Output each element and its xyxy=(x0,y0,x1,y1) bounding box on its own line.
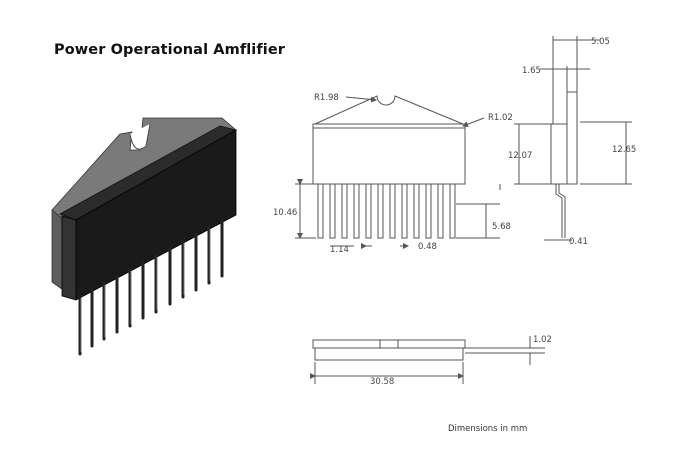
bottom-outline-top xyxy=(312,339,466,349)
dim-body-height: 12.07 xyxy=(508,151,532,161)
dim-lead-width: 0.48 xyxy=(418,242,437,252)
body-left-face xyxy=(61,215,77,301)
bottom-outline-base xyxy=(314,347,464,361)
side-tab xyxy=(566,91,578,185)
dim-notch-radius: R1.98 xyxy=(314,93,339,103)
side-view xyxy=(514,36,632,241)
package-3d-render xyxy=(51,117,238,356)
dim-body-thickness: 1.65 xyxy=(522,66,541,76)
side-lead xyxy=(555,184,566,238)
dim-lead-pitch: 1.14 xyxy=(330,245,349,255)
front-view xyxy=(295,95,501,249)
dim-bottom-thickness: 1.02 xyxy=(533,335,552,345)
units-note: Dimensions in mm xyxy=(448,424,528,434)
side-body xyxy=(550,123,568,185)
tab-notch xyxy=(129,123,151,150)
page-title: Power Operational Amflifier xyxy=(54,42,286,58)
dim-lead-length: 10.46 xyxy=(273,208,297,218)
dim-overall-height: 12.65 xyxy=(612,145,636,155)
front-leads xyxy=(317,183,456,239)
dim-lead-shoulder: 5.68 xyxy=(492,222,511,232)
dim-corner-radius: R1.02 xyxy=(488,113,513,123)
front-tab-outline xyxy=(314,95,464,125)
bottom-view xyxy=(310,336,545,384)
front-body xyxy=(312,123,466,185)
dim-lead-thickness: 0.41 xyxy=(569,237,588,247)
dim-bottom-length: 30.58 xyxy=(370,377,394,387)
dim-tab-thickness: 5.05 xyxy=(591,37,610,47)
leads-3d xyxy=(78,218,224,356)
